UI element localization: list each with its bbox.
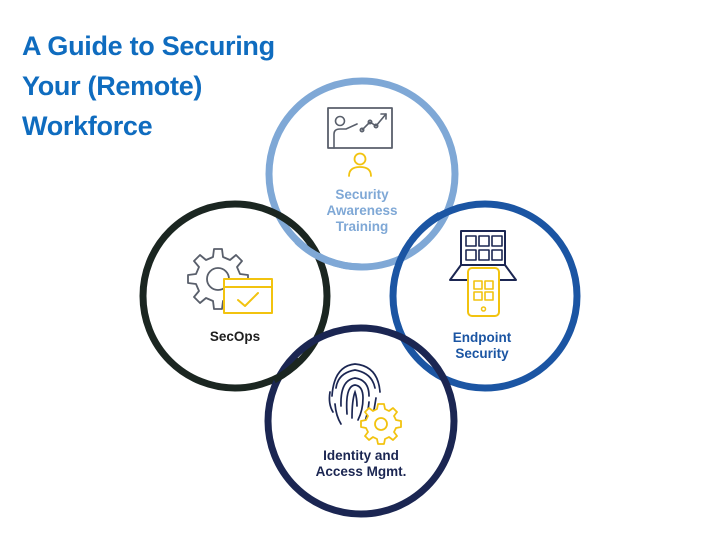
secops-label-line-1: SecOps (209, 329, 261, 344)
title-line-3: Workforce (22, 111, 153, 141)
identity-label-line-2: Access Mgmt. (315, 464, 407, 479)
endpoint-label-line-1: Endpoint (452, 330, 512, 345)
awareness-label-line-1: Security (335, 187, 389, 202)
page-title: A Guide to Securing Your (Remote) Workfo… (22, 26, 322, 146)
endpoint-label-line-2: Security (455, 346, 509, 361)
identity-label: Identity and Access Mgmt. (296, 448, 426, 480)
secops-ring (139, 200, 331, 392)
identity-label-line-1: Identity and (323, 448, 399, 463)
title-line-1: A Guide to Securing (22, 31, 275, 61)
fingerprint-gear-icon (328, 363, 381, 425)
awareness-label: Security Awareness Training (302, 187, 422, 235)
endpoint-ring (389, 200, 581, 392)
identity-ring (264, 324, 458, 518)
awareness-ring-overlap (294, 238, 363, 271)
endpoint-label: Endpoint Security (432, 330, 532, 362)
gear-checklist-icon (187, 248, 273, 314)
presentation-training-icon (327, 107, 393, 177)
secops-ring-overlap (272, 357, 303, 384)
small-gear-icon (360, 403, 402, 445)
laptop-phone-icon (449, 230, 517, 317)
awareness-label-line-3: Training (335, 219, 389, 234)
title-line-2: Your (Remote) (22, 71, 203, 101)
secops-label: SecOps (185, 329, 285, 345)
endpoint-ring-overlap (409, 211, 442, 243)
awareness-label-line-2: Awareness (326, 203, 398, 218)
